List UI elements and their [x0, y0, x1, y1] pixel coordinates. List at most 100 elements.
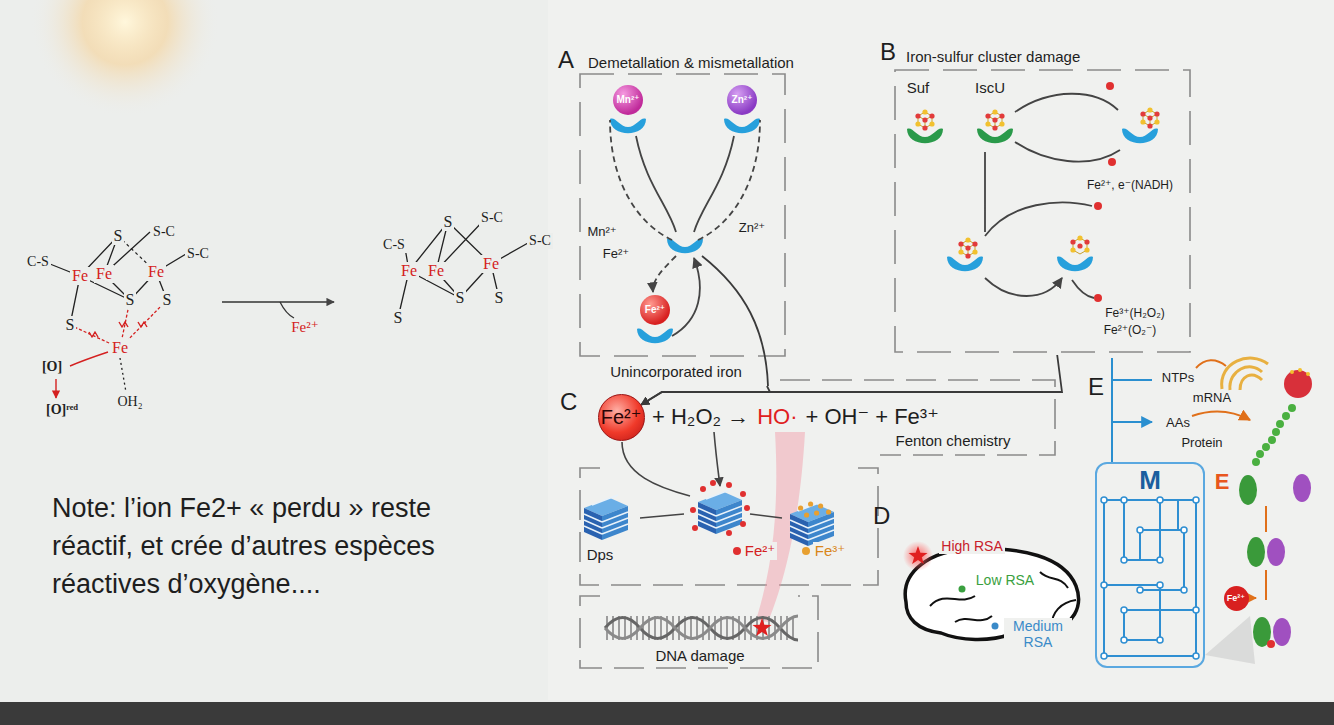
panel-bracket [580, 596, 818, 668]
iron-ion-circle: Fe²⁺ [598, 394, 645, 441]
iron-dot [1094, 202, 1102, 210]
protein-shape [1122, 128, 1158, 143]
zoom-wedge [1205, 616, 1255, 664]
ion-circle: Zn²⁺ [727, 85, 757, 115]
bond-break-marks [89, 322, 147, 337]
equation-part: + H₂O₂ → [650, 404, 751, 429]
panel-bracket [580, 468, 878, 585]
panel-letter: E [1088, 373, 1104, 401]
panel-title: Iron-sulfur cluster damage [906, 48, 1080, 65]
iron-load-dots [690, 480, 750, 536]
protein-shape [667, 238, 703, 253]
oxidant-label: Fe³⁺(H₂O₂) [1103, 307, 1167, 321]
coordination-bond [120, 358, 126, 392]
sulfur-atom: S [112, 227, 125, 245]
note-text: Note: l’ion Fe2+ « perdu » reste réactif… [50, 489, 504, 603]
dps-flow-arrow [622, 432, 782, 518]
enzyme-subunit [1239, 475, 1257, 505]
panel-title: Demetallation & mismetallation [588, 54, 794, 71]
system-label: IscU [973, 79, 1007, 96]
iron-release-line [1072, 280, 1094, 298]
panel-bracket [895, 70, 1190, 352]
molecule-label: Protein [1179, 436, 1224, 451]
connector-arrow [641, 386, 770, 405]
protein-shape [1057, 256, 1093, 271]
iron-dot [1108, 158, 1116, 166]
supply-arrow [1112, 380, 1152, 422]
damaged-cluster-icon [1070, 235, 1089, 254]
metabolite-nodes [1101, 497, 1199, 659]
ligand-label: C-S [25, 254, 51, 270]
ion-label: Zn²⁺ [732, 94, 753, 106]
scaffold-protein [977, 128, 1013, 143]
equation-radical: HO· [755, 404, 799, 429]
box-letter: M [1097, 466, 1203, 496]
ferric-dots [798, 501, 831, 517]
ion-circle: Fe²⁺ [640, 295, 670, 325]
brain-region-label: Medium RSA [1004, 618, 1072, 650]
ion-circle: Mn²⁺ [613, 85, 643, 115]
ferric-dot [802, 547, 810, 555]
cluster-flow-arrow [985, 94, 1120, 296]
equation-part: + OH⁻ + Fe³⁺ [803, 404, 940, 429]
iron-dot [1267, 640, 1275, 648]
ligand-label: S-C [151, 224, 177, 240]
enzyme-subunit [1293, 474, 1311, 502]
fe-s-cluster-icon [958, 237, 977, 258]
enzyme-subunit [1247, 537, 1265, 567]
scaffold-protein [907, 128, 943, 143]
ligand-label: S-C [479, 210, 505, 226]
medium-spot [992, 623, 999, 630]
protein-shape [637, 328, 673, 343]
protein-label: Dps [585, 546, 616, 563]
sulfur-atom: S [161, 291, 174, 309]
screen-edge [0, 702, 1334, 725]
ion-label: Fe²⁺ [1227, 593, 1245, 603]
iron-atom: Fe [481, 255, 501, 273]
dna-strand [605, 616, 798, 639]
metabolite-label: AAs [1164, 416, 1192, 431]
damage-label: DNA damage [653, 647, 746, 664]
ion-label: Fe²⁺ [645, 304, 665, 316]
sulfur-atom: S [64, 316, 77, 334]
panel-letter: A [558, 46, 574, 74]
reaction-arrow [222, 301, 334, 302]
hotspot-glow [903, 541, 933, 571]
metabolism-box: M [1095, 462, 1205, 668]
damage-star [752, 618, 771, 636]
fe-s-cluster-icon [985, 109, 1004, 130]
metal-loss-arrow [610, 120, 760, 292]
mrna-strand [1222, 358, 1268, 390]
iron-dot [1106, 82, 1114, 90]
sulfur-atom: S [454, 289, 467, 307]
panel-letter: C [560, 388, 577, 416]
dps-protein-icon [698, 489, 742, 534]
oxidation-arrow [55, 379, 56, 398]
brain-region-label: Low RSA [974, 572, 1036, 588]
release-curve [280, 302, 294, 318]
pool-label: Unincorporated iron [608, 363, 744, 380]
enzyme-letter: E [1213, 469, 1232, 494]
fe-s-cluster-icon [915, 109, 934, 130]
panel-region: EMFe²⁺ [1085, 365, 1330, 680]
dps-protein-icon [790, 501, 834, 546]
supply-line [1111, 358, 1113, 462]
oxidant-label: [O] [40, 359, 64, 375]
molecule-label: mRNA [1191, 391, 1233, 406]
cluster-bonds [50, 232, 186, 325]
ion-label: Fe³⁺ [813, 542, 847, 559]
iron-atom: Fe [94, 265, 114, 283]
metabolite-label: NTPs [1160, 371, 1197, 386]
panel-region: C Fe²⁺ [555, 388, 883, 670]
ligand-label: S-C [185, 246, 211, 262]
water-label: OH₂ [115, 394, 144, 410]
ion-label: Fe²⁺ [289, 319, 320, 336]
fe-s-cluster-icon [1140, 107, 1159, 128]
oxidant-label: Fe²⁺(O₂⁻) [1102, 324, 1159, 338]
ferrous-dot [733, 547, 741, 555]
oxidation-line [70, 352, 108, 366]
iron-dot [1094, 294, 1102, 302]
low-spot [959, 586, 966, 593]
iron-atom: Fe [426, 262, 446, 280]
